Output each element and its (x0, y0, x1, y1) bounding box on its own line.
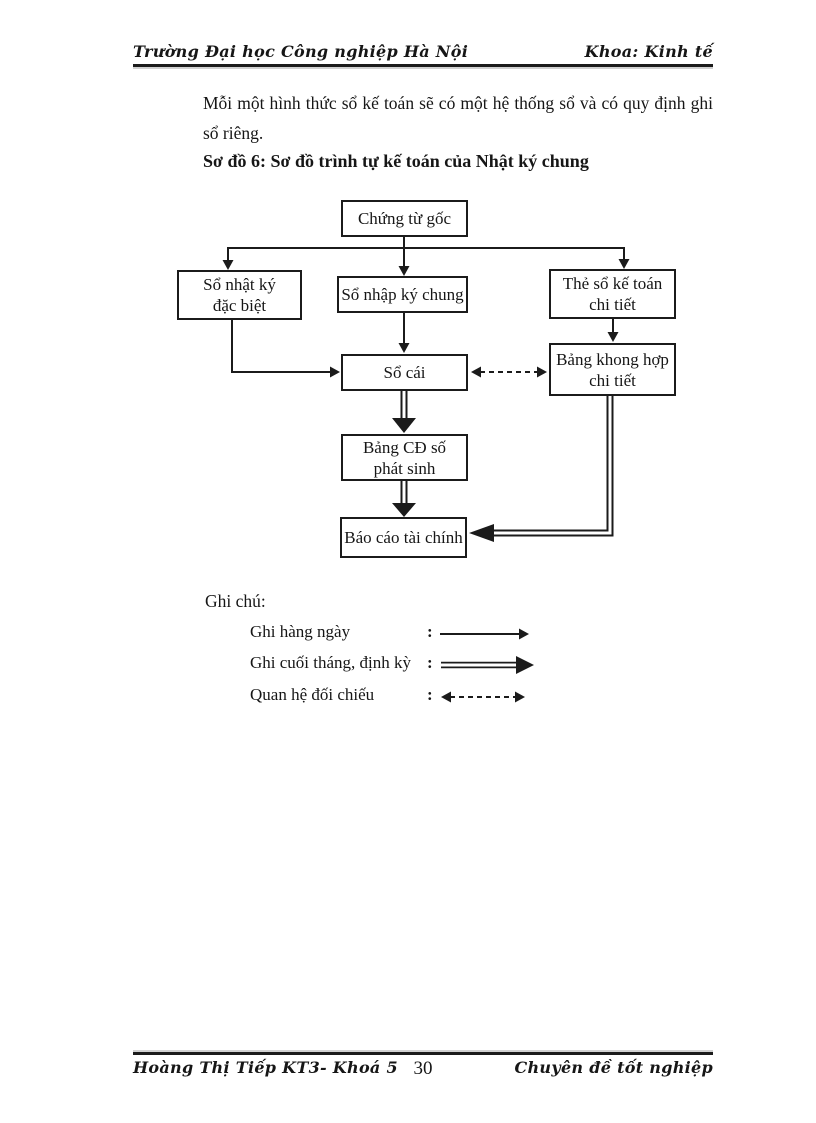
node-chung-tu-goc: Chứng từ gốc (341, 200, 468, 237)
connector-source-crossbar (228, 237, 624, 249)
double-arrow-bang-khong-hop-to-bao-cao-icon (469, 395, 614, 542)
legend-colon: : (427, 622, 433, 641)
page-footer: Hoàng Thị Tiếp KT3- Khoá 5 30 Chuyên đề … (133, 1052, 713, 1080)
page-number: 30 (413, 1058, 433, 1079)
node-so-nhap-ky-chung: Sổ nhập ký chung (337, 276, 468, 313)
node-bang-cd-so-phat-sinh: Bảng CĐ số phát sinh (341, 434, 468, 481)
legend-item-monthly: Ghi cuối tháng, định kỳ (250, 653, 412, 672)
page-header: Trường Đại học Công nghiệp Hà Nội Khoa: … (133, 36, 713, 67)
node-so-nhat-ky-dac-biet: Sổ nhật ký đặc biệt (177, 270, 302, 320)
legend-title: Ghi chú: (205, 591, 266, 611)
double-arrow-so-cai-to-bang-cd-icon (392, 390, 416, 433)
double-arrow-bang-cd-to-bao-cao-icon (392, 480, 416, 517)
node-bao-cao-tai-chinh: Báo cáo tài chính (340, 517, 467, 558)
node-bang-khong-hop: Bảng khong hợp chi tiết (549, 343, 676, 396)
footer-thesis-type: Chuyên đề tốt nghiệp (514, 1058, 713, 1077)
body-paragraph: Mỗi một hình thức sổ kế toán sẽ có một h… (203, 93, 713, 143)
header-university: Trường Đại học Công nghiệp Hà Nội (133, 42, 469, 61)
legend-solid-double-line-arrow-icon (441, 656, 534, 674)
legend-item-reconcile: Quan hệ đối chiếu (250, 685, 375, 704)
legend-item-daily: Ghi hàng ngày (250, 622, 351, 641)
node-so-cai: Sổ cái (341, 354, 468, 391)
node-the-so-ke-toan: Thẻ sổ kế toán chi tiết (549, 269, 676, 319)
footer-author: Hoàng Thị Tiếp KT3- Khoá 5 (133, 1058, 398, 1077)
header-faculty: Khoa: Kinh tế (584, 42, 713, 61)
arrow-so-nhat-ky-to-so-cai-icon (231, 320, 340, 378)
legend-colon: : (427, 685, 433, 704)
legend-colon: : (427, 653, 433, 672)
diagram-title: Sơ đồ 6: Sơ đồ trình tự kế toán của Nhật… (203, 151, 589, 171)
